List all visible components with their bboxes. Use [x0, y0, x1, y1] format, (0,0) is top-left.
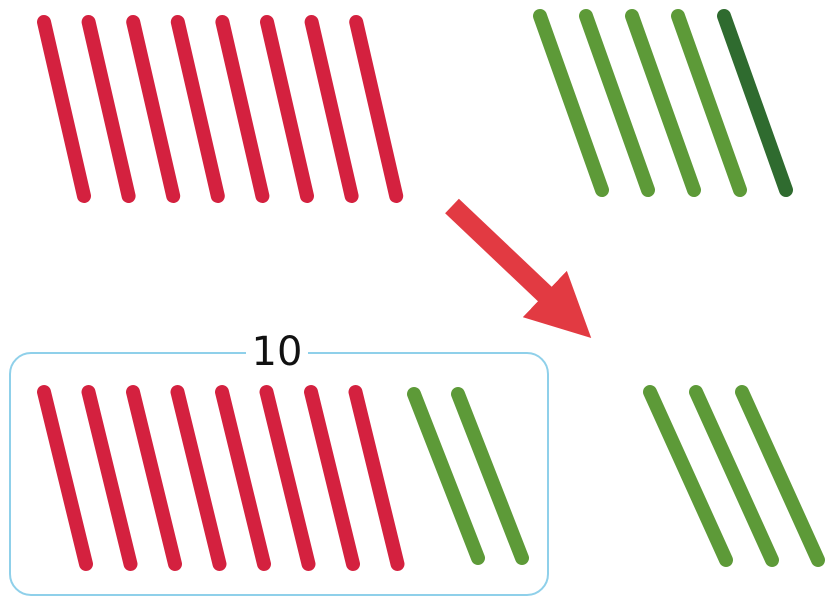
red-stick — [348, 385, 405, 571]
green-stick — [671, 9, 747, 197]
green-stick — [717, 9, 793, 197]
red-stick — [170, 385, 227, 571]
top-right-green-sticks — [533, 9, 793, 197]
ten-group-sticks — [37, 385, 529, 571]
red-stick — [170, 15, 225, 203]
ten-group-label: 10 — [246, 324, 308, 380]
red-stick — [81, 385, 138, 571]
red-stick — [37, 385, 93, 571]
green-stick — [643, 385, 733, 567]
green-stick — [533, 9, 609, 197]
red-stick — [259, 385, 316, 571]
green-stick — [689, 385, 779, 567]
red-stick — [81, 15, 136, 203]
bottom-right-green-sticks — [643, 385, 825, 567]
arrow-down-right-icon — [445, 198, 592, 339]
red-stick — [304, 385, 360, 571]
top-left-red-sticks — [37, 15, 404, 203]
arrow-shaft — [445, 198, 592, 339]
red-stick — [349, 15, 404, 203]
red-stick — [215, 15, 270, 203]
red-stick — [304, 15, 359, 203]
green-stick — [625, 9, 701, 197]
red-stick — [260, 15, 314, 203]
green-stick — [451, 387, 529, 565]
green-stick — [407, 387, 485, 565]
red-stick — [215, 385, 271, 571]
ten-group-box — [9, 352, 549, 596]
green-stick — [735, 385, 825, 567]
red-stick — [126, 15, 181, 203]
red-stick — [126, 385, 182, 571]
green-stick — [579, 9, 655, 197]
red-stick — [37, 15, 91, 203]
